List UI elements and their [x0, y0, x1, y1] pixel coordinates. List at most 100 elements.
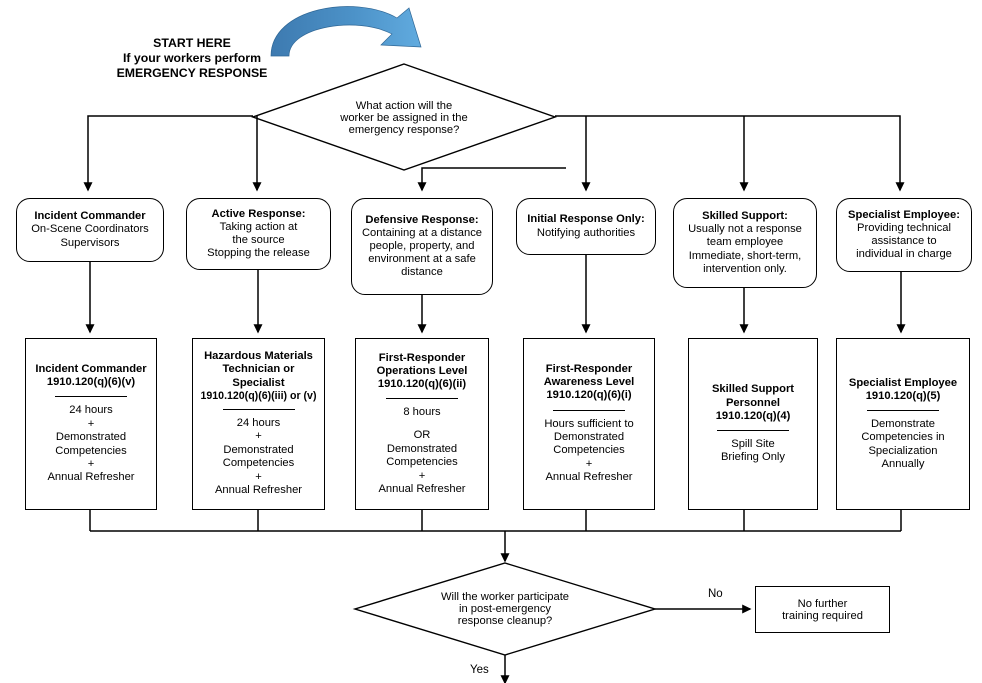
requirement-heading-line: Specialist [232, 376, 285, 389]
requirement-heading-line: 1910.120(q)(6)(v) [46, 376, 136, 389]
role-box-active-response[interactable]: Active Response: Taking action at the so… [186, 198, 331, 270]
requirement-heading-line: Operations Level [376, 364, 468, 377]
divider [55, 396, 127, 398]
requirement-body-line: + [87, 417, 95, 430]
requirement-body-line: Annual Refresher [214, 484, 303, 497]
decision-bottom-line-3: response cleanup? [457, 615, 553, 627]
requirement-body-line: Annual Refresher [545, 471, 633, 484]
requirement-heading-line: Personnel [725, 396, 781, 409]
requirement-body-line: Competencies in [861, 431, 945, 444]
requirement-body-line: Demonstrate [870, 417, 936, 430]
divider [386, 397, 458, 399]
role-title: Defensive Response: [365, 213, 479, 226]
requirement-body-line: Demonstrated [553, 430, 625, 443]
role-title: Active Response: [211, 207, 306, 220]
requirement-body-line: Annual Refresher [378, 483, 466, 496]
decision-bottom-line-2: in post-emergency [458, 603, 552, 615]
role-detail-line: Usually not a response [688, 223, 802, 236]
requirement-heading-line: Incident Commander [35, 363, 147, 376]
role-detail-line: individual in charge [856, 248, 952, 261]
requirement-heading-line: Technician or [222, 363, 295, 376]
role-title: Initial Response Only: [527, 213, 645, 226]
requirement-heading-line: 1910.120(q)(5) [865, 389, 941, 402]
divider [222, 409, 295, 411]
start-here-caption: START HERE If your workers perform EMERG… [104, 36, 280, 81]
role-detail-line: distance [401, 266, 443, 279]
edge-label-no: No [708, 588, 723, 600]
requirement-body-line: OR [413, 429, 431, 442]
requirement-body-line: Demonstrated [55, 431, 127, 444]
decision-bottom-line-1: Will the worker participate [440, 591, 570, 603]
start-line-2: If your workers perform [122, 51, 262, 65]
role-title: Incident Commander [34, 210, 146, 223]
role-detail-line: assistance to [871, 235, 937, 247]
requirement-body-line: + [585, 457, 593, 470]
role-box-initial-response-only[interactable]: Initial Response Only: Notifying authori… [516, 198, 656, 255]
decision-top-line-1: What action will the [355, 100, 453, 112]
requirement-heading-line: 1910.120(q)(6)(ii) [377, 377, 467, 390]
terminal-line-2: training required [782, 609, 863, 622]
requirement-box-skilled-support-personnel[interactable]: Skilled Support Personnel 1910.120(q)(4)… [688, 338, 818, 510]
role-detail-line: Stopping the release [207, 247, 310, 260]
role-box-incident-commander[interactable]: Incident Commander On-Scene Coordinators… [16, 198, 164, 262]
requirement-heading-line: Hazardous Materials [204, 350, 313, 363]
requirement-box-specialist-employee[interactable]: Specialist Employee 1910.120(q)(5) Demon… [836, 338, 970, 510]
requirement-body-line: Competencies [553, 444, 625, 457]
role-detail-line: intervention only. [703, 262, 787, 275]
decision-bottom: Will the worker participate in post-emer… [395, 583, 615, 635]
requirement-heading-line: Awareness Level [543, 376, 635, 389]
role-detail-line: Providing technical [857, 221, 951, 234]
role-detail-line: people, property, and [369, 239, 475, 252]
decision-top: What action will the worker be assigned … [294, 90, 514, 146]
requirement-body-line: Annual Refresher [47, 471, 135, 484]
role-box-specialist-employee[interactable]: Specialist Employee: Providing technical… [836, 198, 972, 272]
requirement-box-incident-commander[interactable]: Incident Commander 1910.120(q)(6)(v) 24 … [25, 338, 157, 510]
requirement-body-line: + [255, 470, 262, 483]
divider [717, 429, 789, 431]
requirement-body-line: 24 hours [69, 404, 113, 417]
terminal-line-1: No further [797, 597, 848, 610]
role-title: Skilled Support: [702, 210, 788, 223]
role-detail-line: the source [232, 234, 285, 246]
requirement-body-line: + [255, 430, 262, 443]
role-detail-line: team employee [706, 236, 784, 249]
role-detail-line: Notifying authorities [536, 226, 636, 239]
divider [867, 409, 939, 411]
role-detail-line: environment at a safe [368, 253, 476, 266]
requirement-heading-line: 1910.120(q)(4) [715, 409, 791, 422]
requirement-body-line: Spill Site [731, 437, 775, 450]
role-title: Specialist Employee: [848, 208, 960, 221]
requirement-body-line: Briefing Only [720, 451, 786, 464]
requirement-box-awareness-level[interactable]: First-Responder Awareness Level 1910.120… [523, 338, 655, 510]
role-box-defensive-response[interactable]: Defensive Response: Containing at a dist… [351, 198, 493, 295]
start-line-1: START HERE [153, 36, 231, 50]
requirement-heading-line: First-Responder [378, 351, 466, 364]
requirement-body-line: Demonstrated [223, 443, 294, 456]
requirement-body-line: Competencies [386, 456, 458, 469]
requirement-box-hazmat-technician[interactable]: Hazardous Materials Technician or Specia… [192, 338, 325, 510]
requirement-heading-line: 1910.120(q)(6)(iii) or (v) [200, 389, 317, 402]
requirement-heading-line: Specialist Employee [848, 376, 958, 389]
requirement-heading-line: 1910.120(q)(6)(i) [546, 389, 632, 402]
role-detail-line: Supervisors [60, 236, 120, 249]
requirement-body-line: Competencies [222, 457, 295, 470]
requirement-box-operations-level[interactable]: First-Responder Operations Level 1910.12… [355, 338, 489, 510]
requirement-body-line: Competencies [55, 444, 127, 457]
requirement-body-line: Specialization [868, 444, 938, 457]
role-detail-line: Containing at a distance [361, 226, 483, 239]
requirement-body-line: 8 hours [403, 405, 441, 418]
requirement-body-line: + [418, 469, 426, 482]
terminal-box-no-further-training[interactable]: No further training required [755, 586, 890, 633]
divider [553, 409, 625, 411]
decision-top-line-2: worker be assigned in the [340, 112, 468, 124]
requirement-body-line: 24 hours [236, 417, 281, 430]
requirement-body-line: + [87, 458, 95, 471]
role-box-skilled-support[interactable]: Skilled Support: Usually not a response … [673, 198, 817, 288]
decision-top-line-3: emergency response? [348, 124, 460, 136]
requirement-heading-line: Skilled Support [711, 383, 795, 396]
role-detail-line: On-Scene Coordinators [31, 223, 149, 236]
requirement-body-line: Annually [881, 458, 925, 471]
role-detail-line: Taking action at [219, 220, 298, 233]
